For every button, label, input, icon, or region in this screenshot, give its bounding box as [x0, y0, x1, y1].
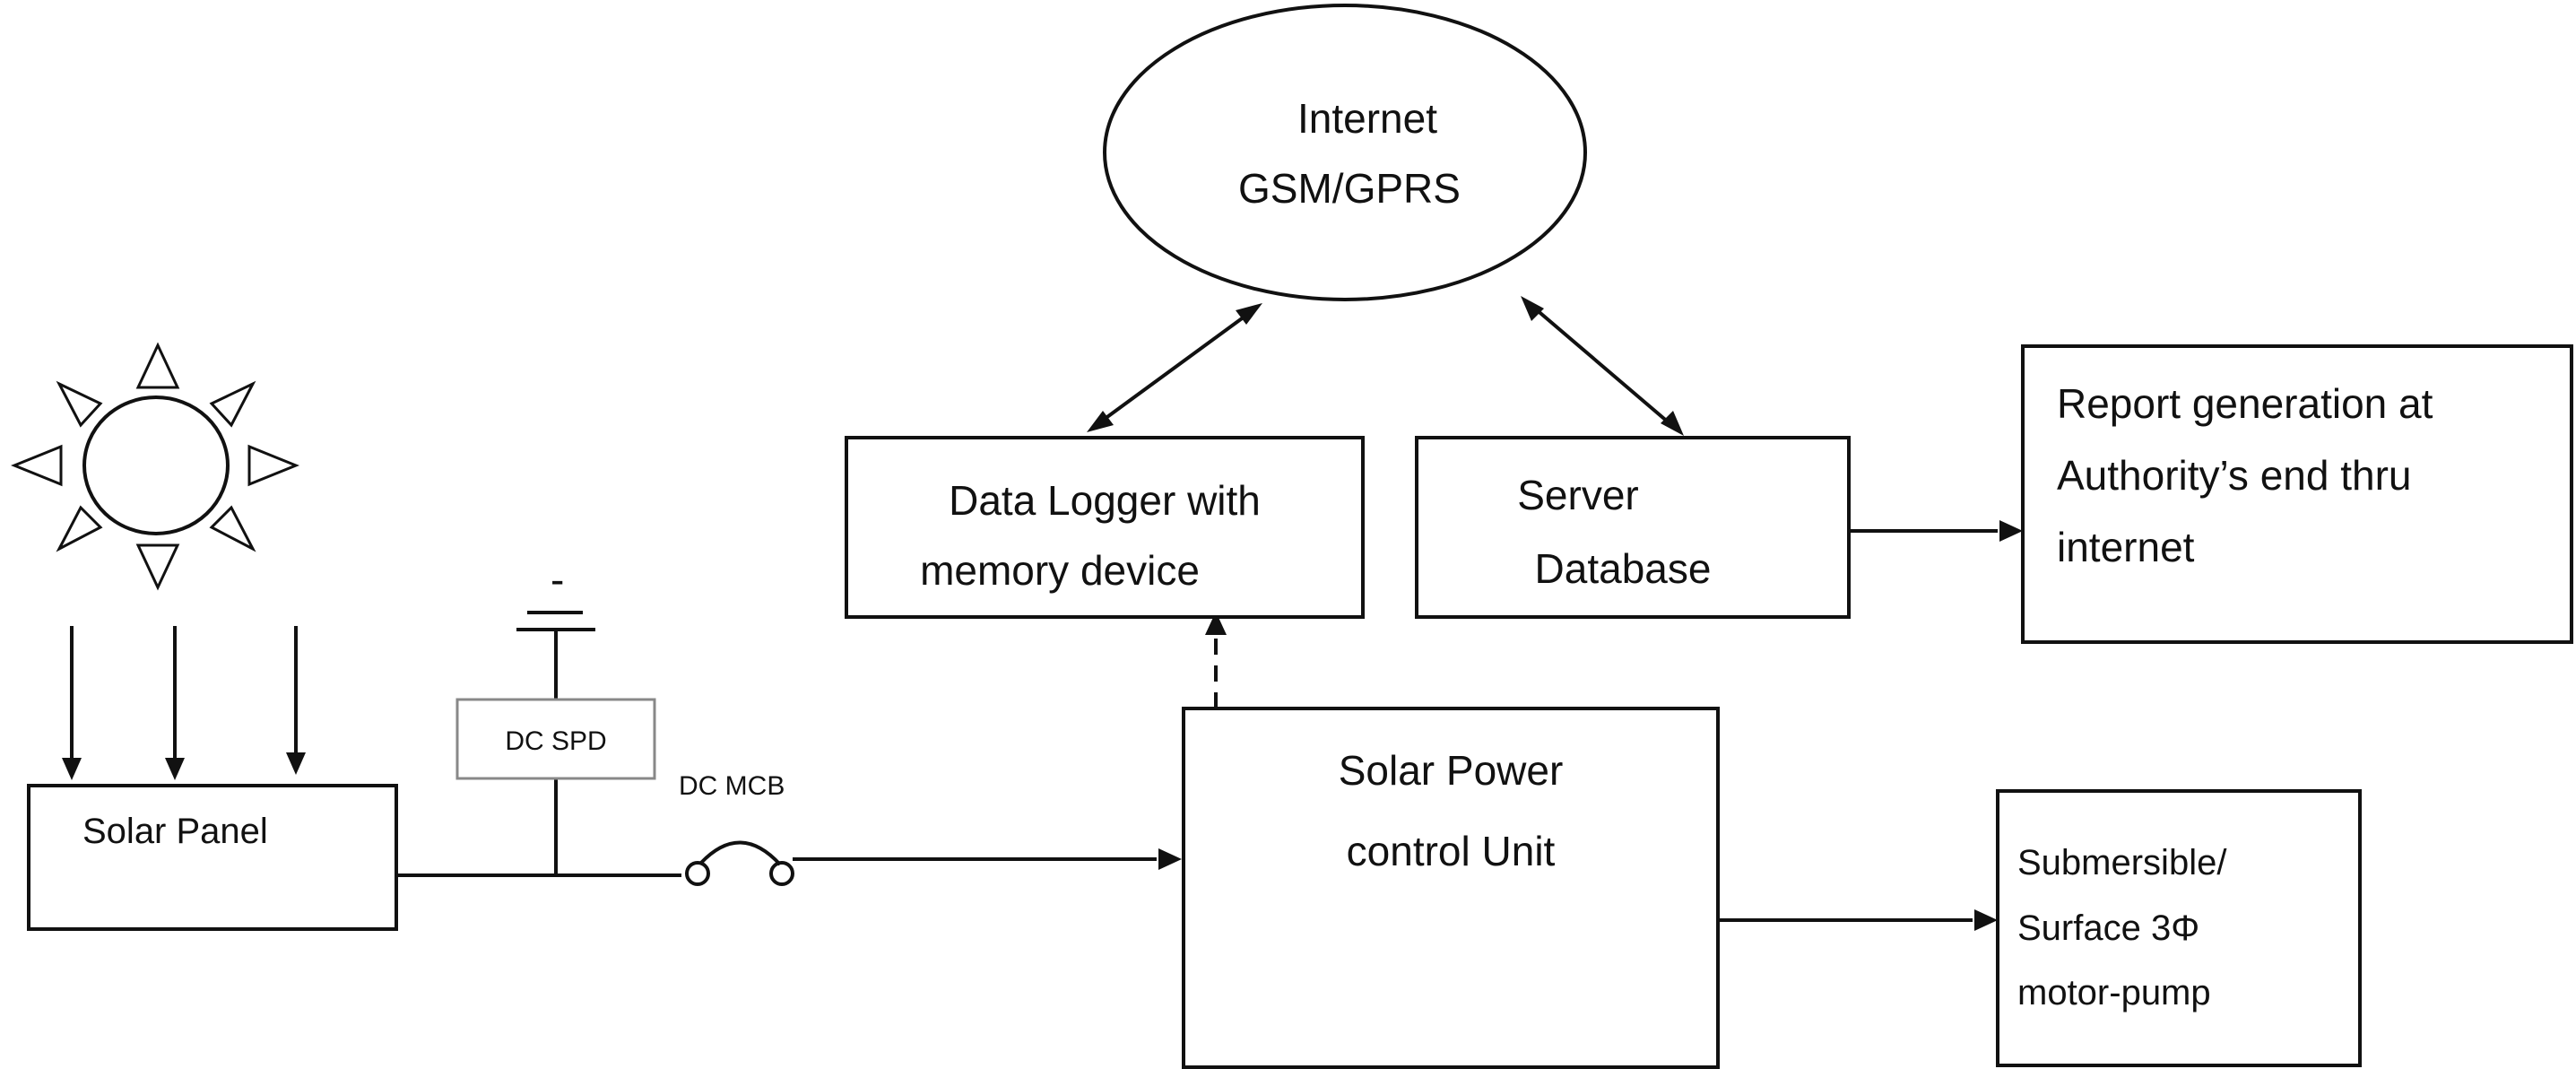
solar-panel-box — [27, 784, 398, 931]
control-unit-box — [1182, 707, 1720, 1069]
data-logger-line1: Data Logger with — [949, 477, 1261, 524]
internet-cloud — [1103, 4, 1587, 301]
internet-line2: GSM/GPRS — [1238, 165, 1461, 212]
internet-line1: Internet — [1297, 95, 1437, 142]
report-generation-line3: internet — [2057, 524, 2195, 570]
report-generation-box — [2021, 344, 2573, 644]
solar-panel-label: Solar Panel — [82, 812, 268, 851]
motor-pump-line2: Surface 3Φ — [2017, 908, 2199, 948]
sunlight-arrows — [62, 626, 306, 780]
dc-mcb-label: DC MCB — [679, 771, 785, 801]
motor-pump-box — [1996, 789, 2362, 1067]
server-database-line2: Database — [1535, 545, 1712, 592]
dc-spd-label: DC SPD — [505, 726, 606, 756]
control-unit-line2: control Unit — [1347, 828, 1556, 874]
dc-mcb-switch-icon — [685, 840, 794, 886]
data-logger-line2: memory device — [920, 547, 1200, 594]
server-database-line1: Server — [1517, 472, 1638, 518]
report-generation-line2: Authority’s end thru — [2057, 452, 2412, 499]
server-database-box — [1415, 436, 1851, 619]
internet-server-link — [1521, 296, 1684, 436]
dc-spd-box — [455, 698, 656, 780]
logger-internet-link — [1087, 303, 1262, 432]
mcb-to-control-arrowhead — [1158, 848, 1182, 870]
control-unit-line1: Solar Power — [1339, 747, 1564, 794]
report-generation-line1: Report generation at — [2057, 380, 2433, 427]
spd-minus-sign: - — [551, 556, 564, 603]
control-to-logger-arrowhead — [1205, 612, 1227, 635]
motor-pump-line3: motor-pump — [2017, 973, 2211, 1013]
server-to-report-arrowhead — [1999, 520, 2023, 542]
data-logger-box — [845, 436, 1365, 619]
sun-icon — [10, 342, 300, 591]
motor-pump-line1: Submersible/ — [2017, 843, 2227, 882]
control-to-pump-arrowhead — [1974, 909, 1998, 931]
dc-spd-branch: - — [516, 556, 595, 877]
